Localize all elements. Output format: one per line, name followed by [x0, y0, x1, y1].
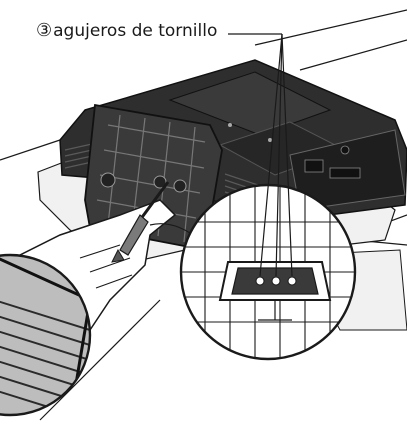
screw-holes-callout: ③agujeros de tornillo: [36, 20, 217, 42]
stand-mount-plate-icon: [84, 103, 223, 252]
callout-label: agujeros de tornillo: [53, 21, 218, 41]
callout-leader-lines: [228, 33, 293, 277]
callout-number: ③: [36, 20, 53, 41]
background-lines: [0, 9, 407, 421]
magnifier-circle-screw-holes-icon: [179, 183, 357, 361]
tv-back-panel-icon: [59, 59, 407, 221]
